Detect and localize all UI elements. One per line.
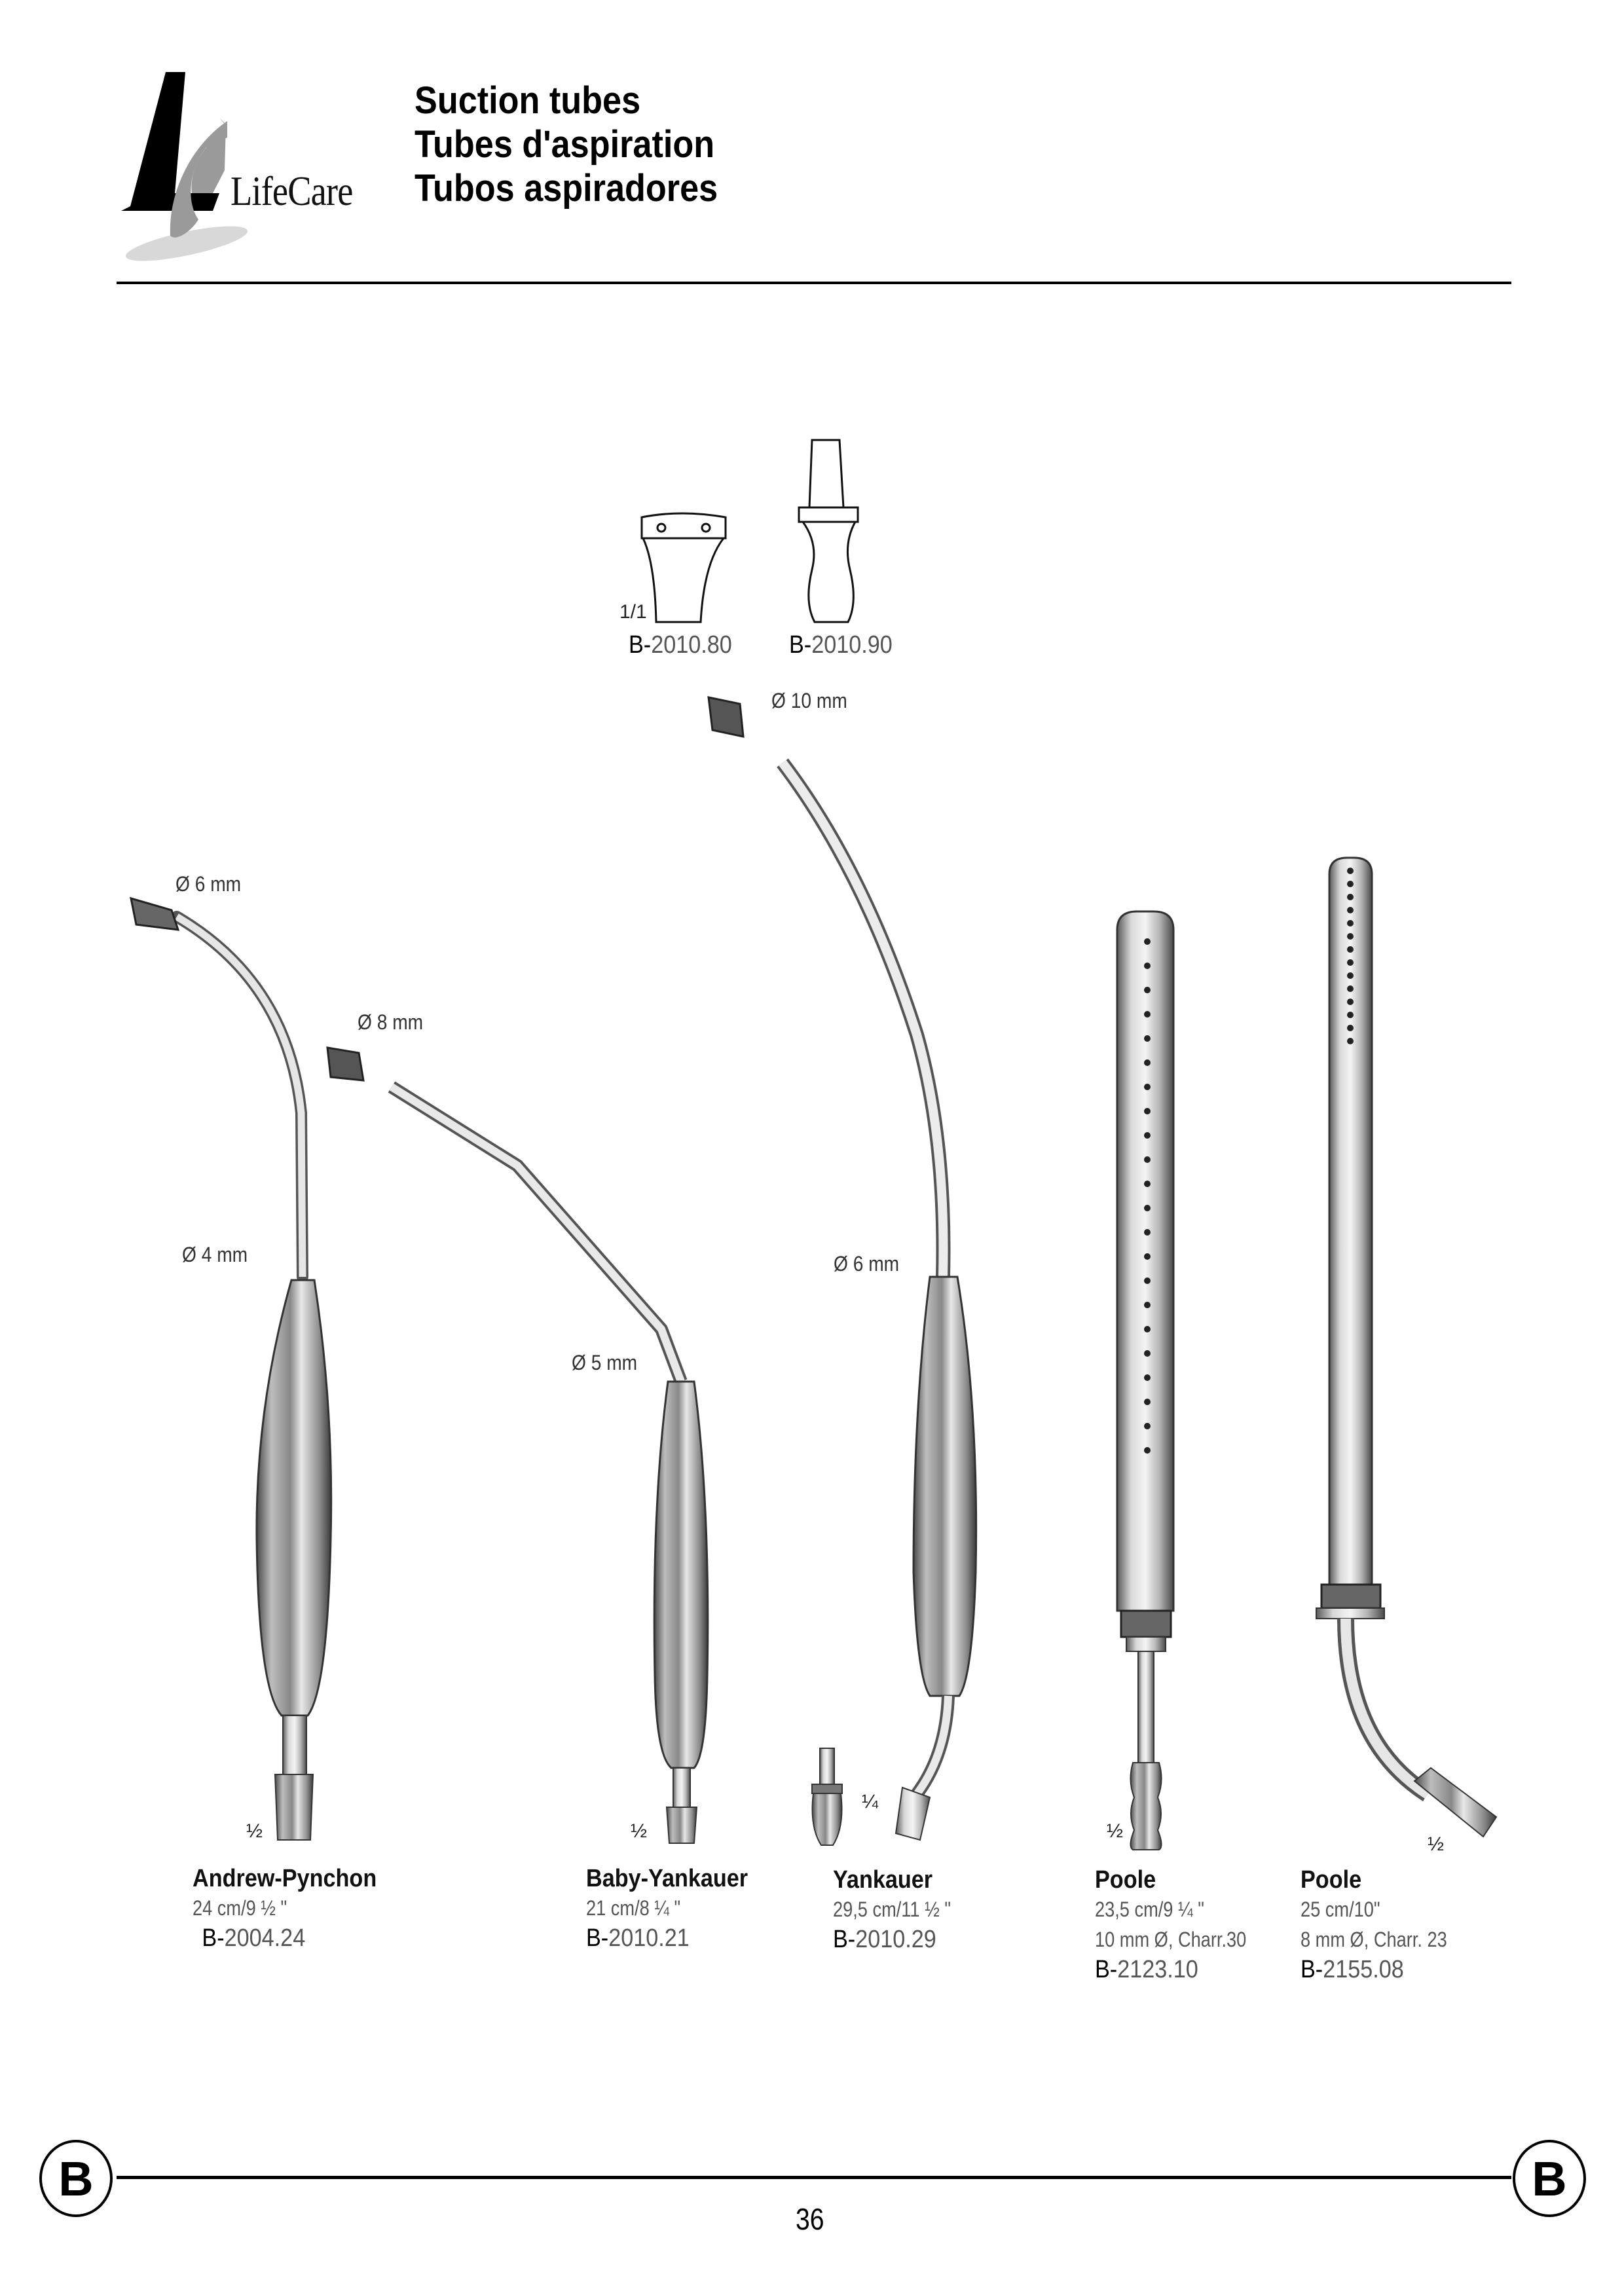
section-badge-left: B bbox=[39, 2140, 113, 2217]
poole2-scale: ½ bbox=[1428, 1833, 1445, 1855]
baby-yankauer-illustration bbox=[326, 1046, 709, 1844]
andrew-tip-diameter: Ø 6 mm bbox=[175, 872, 242, 896]
product-size: 21 cm/8 ¼ " bbox=[586, 1896, 681, 1920]
title-spanish: Tubos aspiradores bbox=[415, 167, 718, 210]
accessory-2010-90-icon bbox=[798, 439, 859, 623]
product-code: B-2004.24 bbox=[202, 1924, 306, 1952]
page-number: 36 bbox=[796, 2202, 824, 2236]
accessory-code-2010-80: B-2010.80 bbox=[629, 631, 732, 659]
product-code: B-2010.21 bbox=[586, 1924, 690, 1952]
yankauer-scale: ¼ bbox=[862, 1791, 879, 1812]
product-name: Andrew-Pynchon bbox=[193, 1865, 377, 1892]
page-title-block: Suction tubes Tubes d'aspiration Tubos a… bbox=[415, 79, 752, 210]
product-name: Baby-Yankauer bbox=[586, 1865, 748, 1892]
poole-10mm-illustration bbox=[1116, 910, 1175, 1850]
baby-tip-diameter: Ø 8 mm bbox=[358, 1010, 424, 1034]
poole-8mm-illustration bbox=[1316, 856, 1498, 1838]
product-size: 24 cm/9 ½ " bbox=[193, 1896, 287, 1920]
product-name: Poole bbox=[1301, 1866, 1362, 1894]
baby-shaft-diameter: Ø 5 mm bbox=[572, 1351, 638, 1374]
accessory-scale-label: 1/1 bbox=[619, 601, 647, 623]
accessory-code-2010-90: B-2010.90 bbox=[789, 631, 893, 659]
product-caption-andrew-pynchon: Andrew-Pynchon 24 cm/9 ½ " B-2004.24 bbox=[193, 1865, 397, 1953]
andrew-pynchon-illustration bbox=[130, 896, 333, 1841]
yankauer-shaft-diameter: Ø 6 mm bbox=[834, 1252, 900, 1276]
product-caption-yankauer: Yankauer 29,5 cm/11 ½ " B-2010.29 bbox=[833, 1866, 972, 1955]
product-code: B-2010.29 bbox=[833, 1926, 936, 1953]
poole1-scale: ½ bbox=[1107, 1820, 1124, 1842]
product-caption-poole-8mm: Poole 25 cm/10" 8 mm Ø, Charr. 23 B-2155… bbox=[1301, 1866, 1473, 1985]
baby-scale: ½ bbox=[631, 1820, 648, 1842]
header-divider bbox=[117, 282, 1511, 284]
product-caption-poole-10mm: Poole 23,5 cm/9 ¼ " 10 mm Ø, Charr.30 B-… bbox=[1095, 1866, 1273, 1985]
footer-divider bbox=[117, 2176, 1511, 2179]
product-size: 25 cm/10" bbox=[1301, 1898, 1380, 1921]
andrew-shaft-diameter: Ø 4 mm bbox=[182, 1243, 248, 1266]
brand-name: LifeCare bbox=[231, 168, 353, 214]
andrew-scale: ½ bbox=[246, 1820, 263, 1842]
product-name: Yankauer bbox=[833, 1866, 933, 1894]
logo-mark-icon bbox=[121, 72, 248, 261]
title-french: Tubes d'aspiration bbox=[415, 123, 715, 166]
product-caption-baby-yankauer: Baby-Yankauer 21 cm/8 ¼ " B-2010.21 bbox=[586, 1865, 766, 1953]
title-english: Suction tubes bbox=[415, 79, 641, 122]
section-badge-right: B bbox=[1513, 2140, 1586, 2217]
yankauer-illustration bbox=[707, 696, 978, 1846]
product-size: 29,5 cm/11 ½ " bbox=[833, 1898, 951, 1921]
product-size: 23,5 cm/9 ¼ " bbox=[1095, 1898, 1204, 1921]
product-spec: 10 mm Ø, Charr.30 bbox=[1095, 1928, 1247, 1951]
accessory-2010-80-icon bbox=[640, 512, 727, 623]
product-name: Poole bbox=[1095, 1866, 1156, 1894]
lifecare-logo bbox=[115, 72, 370, 262]
product-code: B-2155.08 bbox=[1301, 1956, 1404, 1983]
product-code: B-2123.10 bbox=[1095, 1956, 1198, 1983]
product-spec: 8 mm Ø, Charr. 23 bbox=[1301, 1928, 1447, 1951]
yankauer-tip-diameter: Ø 10 mm bbox=[771, 689, 847, 712]
